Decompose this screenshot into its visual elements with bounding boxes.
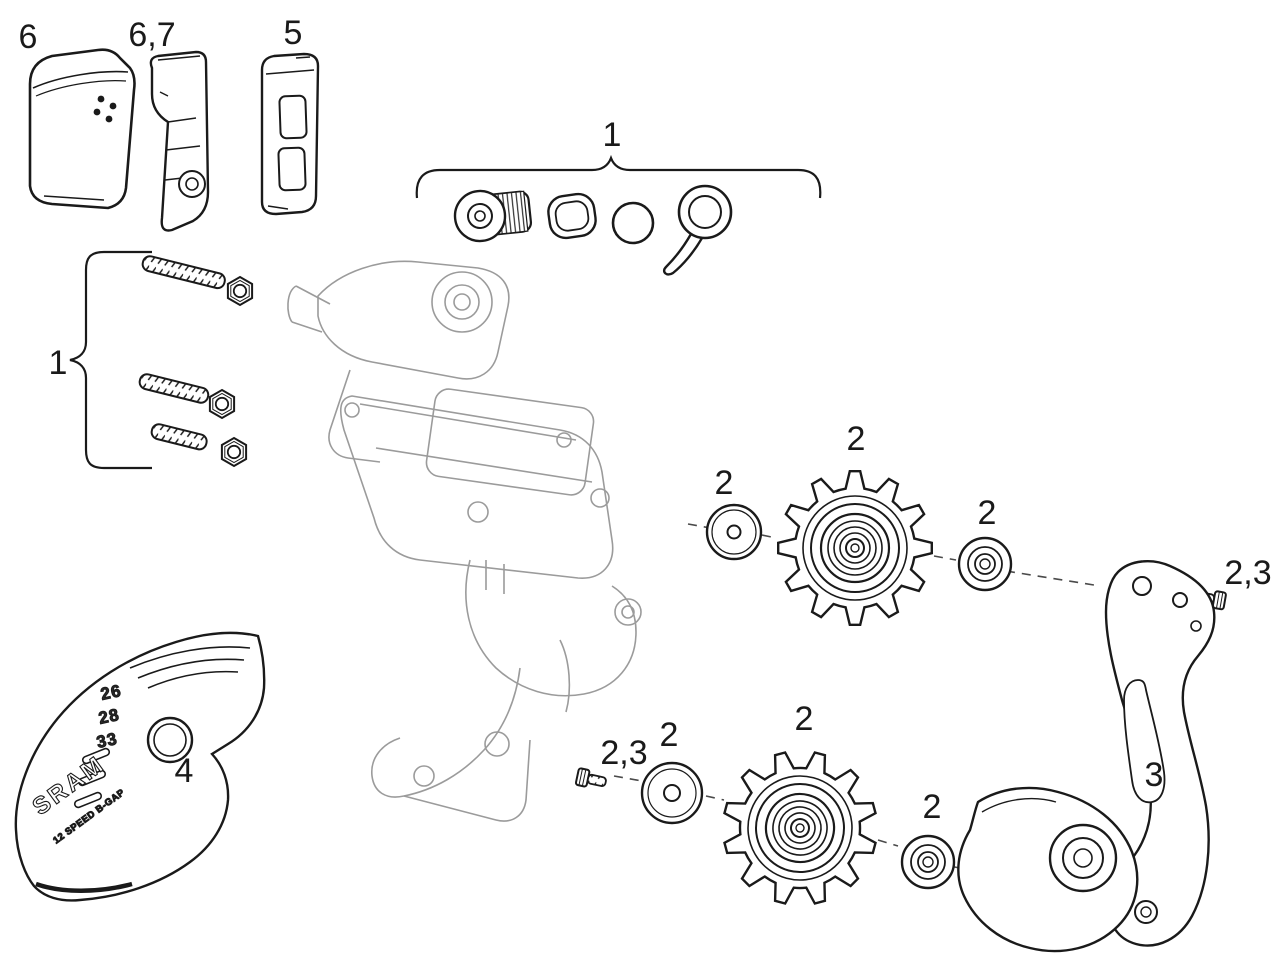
battery-latch — [149, 50, 210, 232]
callout-battery-latch: 6,7 — [128, 16, 175, 54]
lower-cage-screw — [574, 767, 607, 788]
callout-lower-screw: 2,3 — [600, 734, 647, 772]
callout-cage-plate: 3 — [1145, 756, 1164, 794]
oval-retainer — [547, 192, 597, 240]
stud-bolt-2 — [138, 373, 210, 404]
callout-hardware-top: 1 — [603, 116, 622, 154]
guard-size-26: 26 — [99, 681, 123, 704]
lower-pulley-assembly — [574, 751, 956, 905]
cage-plate-inner — [957, 786, 1139, 953]
hex-nut-1 — [226, 276, 254, 306]
guard-size-33: 33 — [95, 729, 119, 752]
callout-lower-washer: 2 — [660, 716, 679, 754]
callout-battery: 6 — [19, 18, 38, 56]
callout-upper-cap: 2 — [978, 494, 997, 532]
lower-pulley-wheel — [723, 751, 877, 905]
o-ring — [611, 201, 655, 245]
callout-upper-pulley: 2 — [847, 420, 866, 458]
stud-bolt-3 — [150, 423, 208, 451]
upper-guide-washer — [705, 503, 763, 561]
callout-hardware-left: 1 — [49, 344, 68, 382]
limit-hook — [662, 184, 733, 276]
bracket-top — [415, 154, 822, 199]
lower-guide-washer — [640, 761, 704, 825]
derailleur-body — [287, 260, 642, 822]
guard-size-28: 28 — [97, 705, 121, 728]
lower-bearing-cap — [900, 834, 956, 890]
callout-lower-pulley: 2 — [795, 700, 814, 738]
guard-slots — [73, 747, 111, 809]
bracket-left — [69, 250, 152, 470]
mounting-bolts — [69, 250, 254, 470]
upper-pulley-wheel — [777, 470, 933, 626]
callout-chain-guard: 4 — [175, 752, 194, 790]
upper-pulley-assembly — [705, 470, 1227, 626]
cage-plate-outer — [1104, 560, 1216, 947]
callout-upper-washer: 2 — [715, 464, 734, 502]
battery-cover — [260, 52, 320, 216]
callout-lower-cap: 2 — [923, 788, 942, 826]
callout-labels: 6 6,7 5 1 1 2 2 2 2,3 3 2,3 2 2 2 4 — [19, 14, 1272, 826]
battery — [28, 48, 136, 210]
hex-nut-2 — [208, 389, 236, 419]
callout-upper-screw: 2,3 — [1224, 554, 1271, 592]
hex-nut-3 — [220, 437, 248, 467]
callout-battery-cover: 5 — [284, 14, 303, 52]
upper-bearing-cap — [957, 536, 1013, 592]
chain-guard: 26 28 33 SRAM 12 SPEED B-GAP — [14, 631, 266, 902]
stud-bolt-1 — [141, 255, 226, 290]
hardware-kit-top — [415, 154, 822, 276]
b-adjust-bolt — [453, 189, 533, 243]
